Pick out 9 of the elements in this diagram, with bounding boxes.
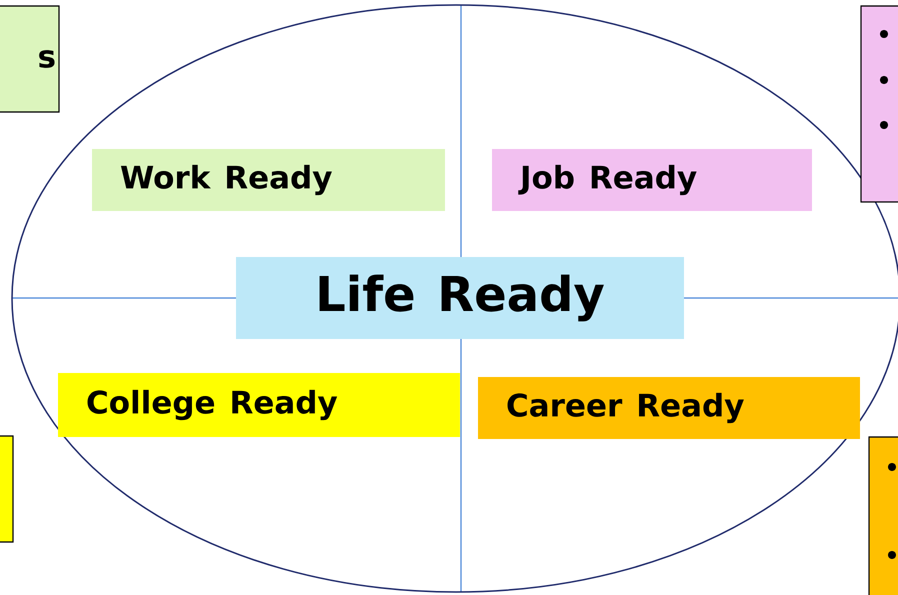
label-box: Career Ready [478,376,860,439]
note-box [0,435,14,543]
label-box: Work Ready [92,149,445,211]
label-box: Job Ready [492,149,812,211]
label-box: College Ready [58,372,460,437]
note-box [860,5,898,203]
note-box [868,436,898,595]
note-box: s [0,5,60,113]
title-box: Life Ready [236,257,684,339]
